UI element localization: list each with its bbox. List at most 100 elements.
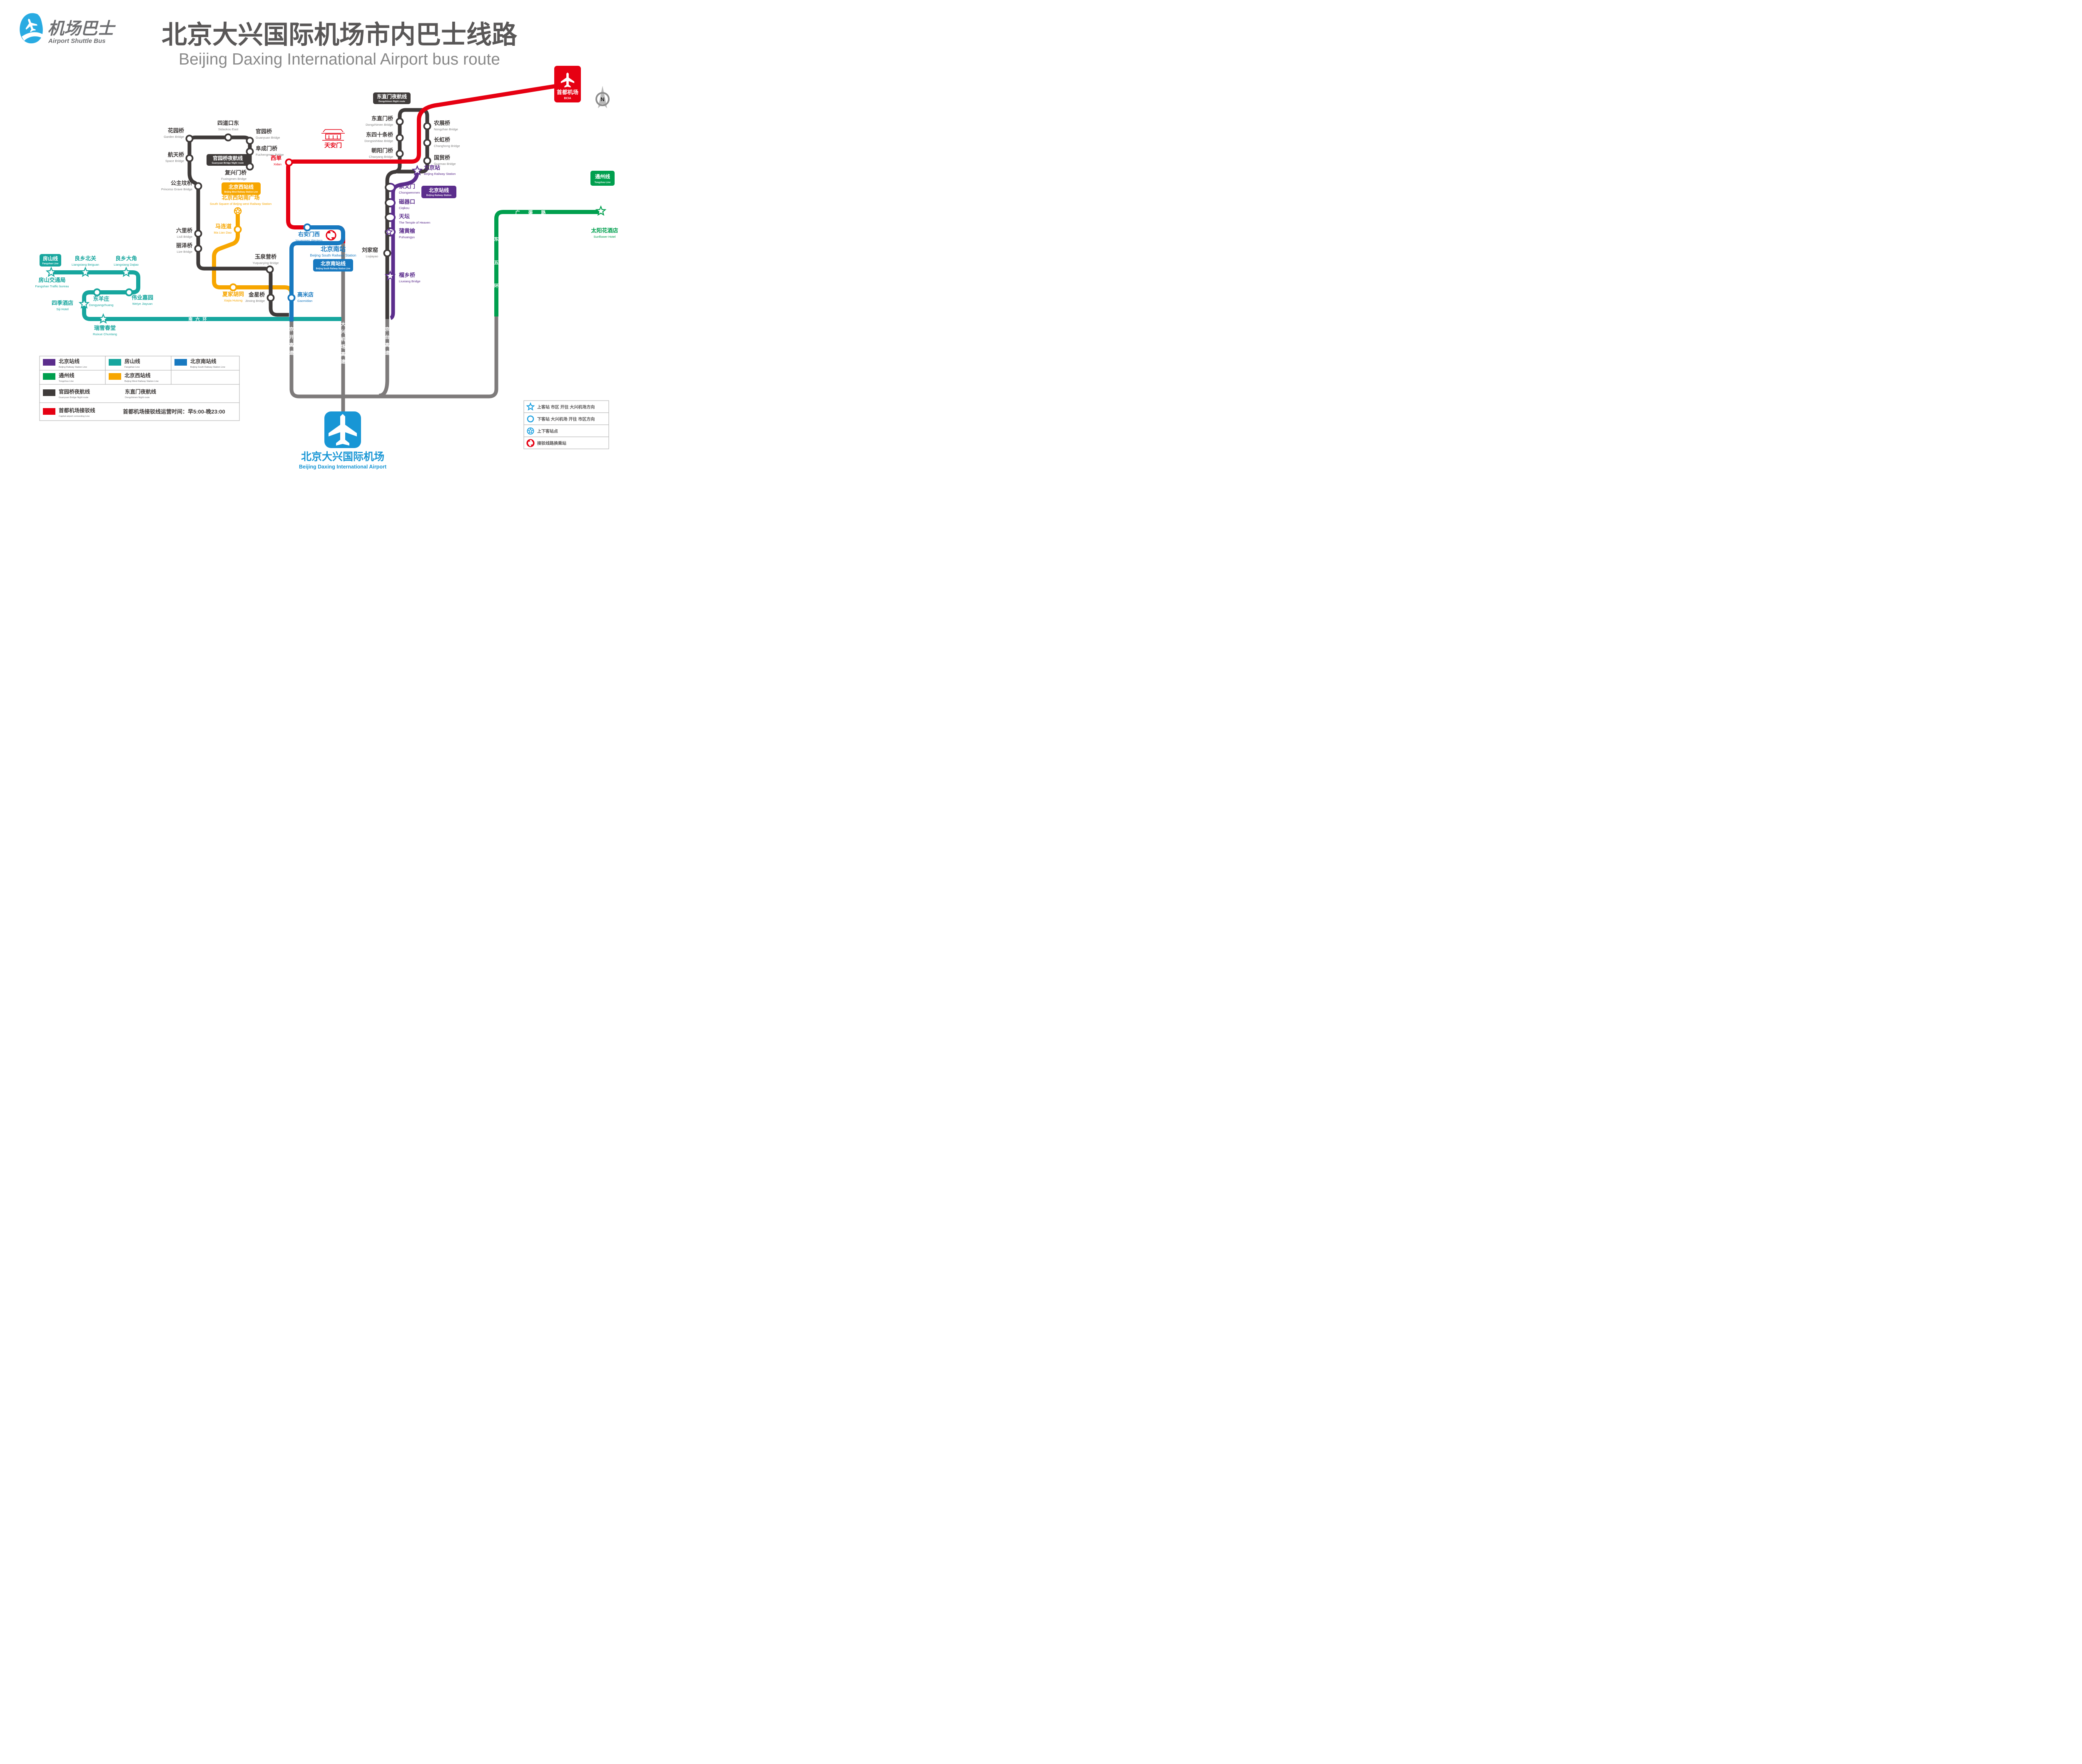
station-label-en: Beijing Railway Station (424, 172, 456, 176)
station-label-cn: 国贸桥 (434, 154, 451, 161)
badge-label-en: Fangshan Line (42, 263, 59, 265)
tiananmen-label: 天安门 (324, 142, 342, 149)
page-subtitle: Beijing Daxing International Airport bus… (179, 50, 500, 68)
station-label-cn: 伟业嘉园 (132, 294, 153, 301)
station-label-cn: 丽泽桥 (176, 242, 193, 249)
station-label-en: Xidan (274, 162, 281, 166)
station-label-en: Space Bridge (165, 159, 184, 163)
svg-text:场: 场 (341, 344, 346, 349)
legend-line-cn: 通州线 (59, 372, 75, 379)
svg-text:开: 开 (289, 334, 294, 340)
daxing-airport-label-cn: 北京大兴国际机场 (301, 451, 384, 463)
line-fangshan (51, 270, 341, 321)
logo-subtitle: Airport Shuttle Bus (48, 37, 106, 45)
station-label-en: Gaomidian (297, 299, 312, 303)
station-label-en: Xiajia Hutong (224, 299, 243, 302)
badge-label-en: Beijing Railway Station (426, 194, 452, 197)
svg-text:速: 速 (289, 350, 294, 356)
station-label-en: Dongyangzhuang (89, 303, 114, 307)
legend-marker-star: 上客站 市区 开往 大兴机场方向 (526, 402, 595, 411)
station-label-cn: 磁器口 (399, 199, 415, 205)
road-label-: 东五环 (494, 236, 499, 289)
logo-title: 机场巴士 (47, 20, 116, 38)
transfer-station-icon (326, 230, 336, 241)
station-label-cn: 北京西站南广场 (222, 194, 259, 201)
station-label-en: Sunflower Hotel (594, 235, 616, 239)
legend-line-en: Beijing Railway Station Line (59, 366, 87, 369)
station-label-en: Liujiayao (366, 254, 378, 258)
svg-text:台: 台 (385, 334, 390, 340)
badge-label-en: Tongzhou Line (595, 182, 611, 184)
station-label-cn: 天坛 (399, 213, 410, 219)
station-label-en: Changhong Bridge (434, 144, 460, 148)
badge-label-en: Beijing West Railway Station Line (224, 191, 258, 194)
station-label-cn: 公主坟桥 (171, 180, 193, 186)
badge-label-cn: 房山线 (43, 255, 58, 262)
legend-marker-text: 上客站 市区 开往 大兴机场方向 (537, 404, 595, 410)
badge-label-cn: 北京西站线 (229, 184, 254, 190)
logo-swoosh (22, 32, 43, 41)
legend-line-en: Capital airport connecting Line (59, 415, 90, 418)
bcia-label-en: BCIA (564, 97, 571, 100)
station-label-en: Weiye Jiayuan (132, 302, 153, 306)
road-label-: 南六环 (189, 316, 210, 322)
station-label-en: Guomao Bridge (434, 162, 456, 166)
station-label-en: Dongzhimen Bridge (366, 123, 393, 127)
station-label-en: Princess Grave Bridge (161, 187, 192, 191)
station-label-en: Liuxiang Bridge (399, 279, 421, 283)
station-label-cn: 西单 (271, 155, 281, 161)
station-label-cn: 良乡北关 (75, 255, 96, 262)
svg-text:京: 京 (385, 326, 390, 332)
legend-marker-circle: 下客站 大兴机场 开往 市区方向 (527, 415, 595, 423)
station-label-cn: 北京站 (424, 164, 440, 171)
legend-line-en: Tongzhou Line (59, 380, 74, 383)
station-label-en: Fuchengmen Bridge (256, 153, 284, 157)
station-label-cn: 东直门桥 (371, 115, 393, 122)
legend-marker-text: 接驳线路换乘站 (537, 441, 566, 446)
svg-text:Dongzhimen Night route: Dongzhimen Night route (125, 396, 149, 399)
station-label-cn: 东羊庄 (93, 296, 109, 302)
daxing-airport-icon (324, 411, 361, 448)
station-label-cn: 瑞雪春堂 (94, 325, 116, 331)
station-label-cn: 农展桥 (433, 120, 451, 126)
svg-text:速: 速 (341, 359, 346, 364)
station-label-en: South Square of Beijng west Railway Stat… (210, 202, 271, 206)
svg-text:东: 东 (494, 236, 499, 242)
legend-line-en: Beijing South Railway Station Line (190, 366, 225, 369)
station-label-en: The Temple of Heaven (399, 221, 430, 224)
station-label-en: Lize Bridge (177, 250, 192, 254)
legend-line-en: Beijing West Railway Station Line (125, 380, 159, 383)
station-label-cn: 花园桥 (168, 127, 184, 134)
operating-time-note: 首都机场接驳线运营时间：早5:00-晚23:00 (123, 409, 225, 415)
daxing-airport-label-en: Beijing Daxing International Airport (299, 464, 387, 470)
station-label-cn: 高米店 (297, 292, 314, 298)
legend-line-cn: 北京西站线 (125, 372, 151, 379)
